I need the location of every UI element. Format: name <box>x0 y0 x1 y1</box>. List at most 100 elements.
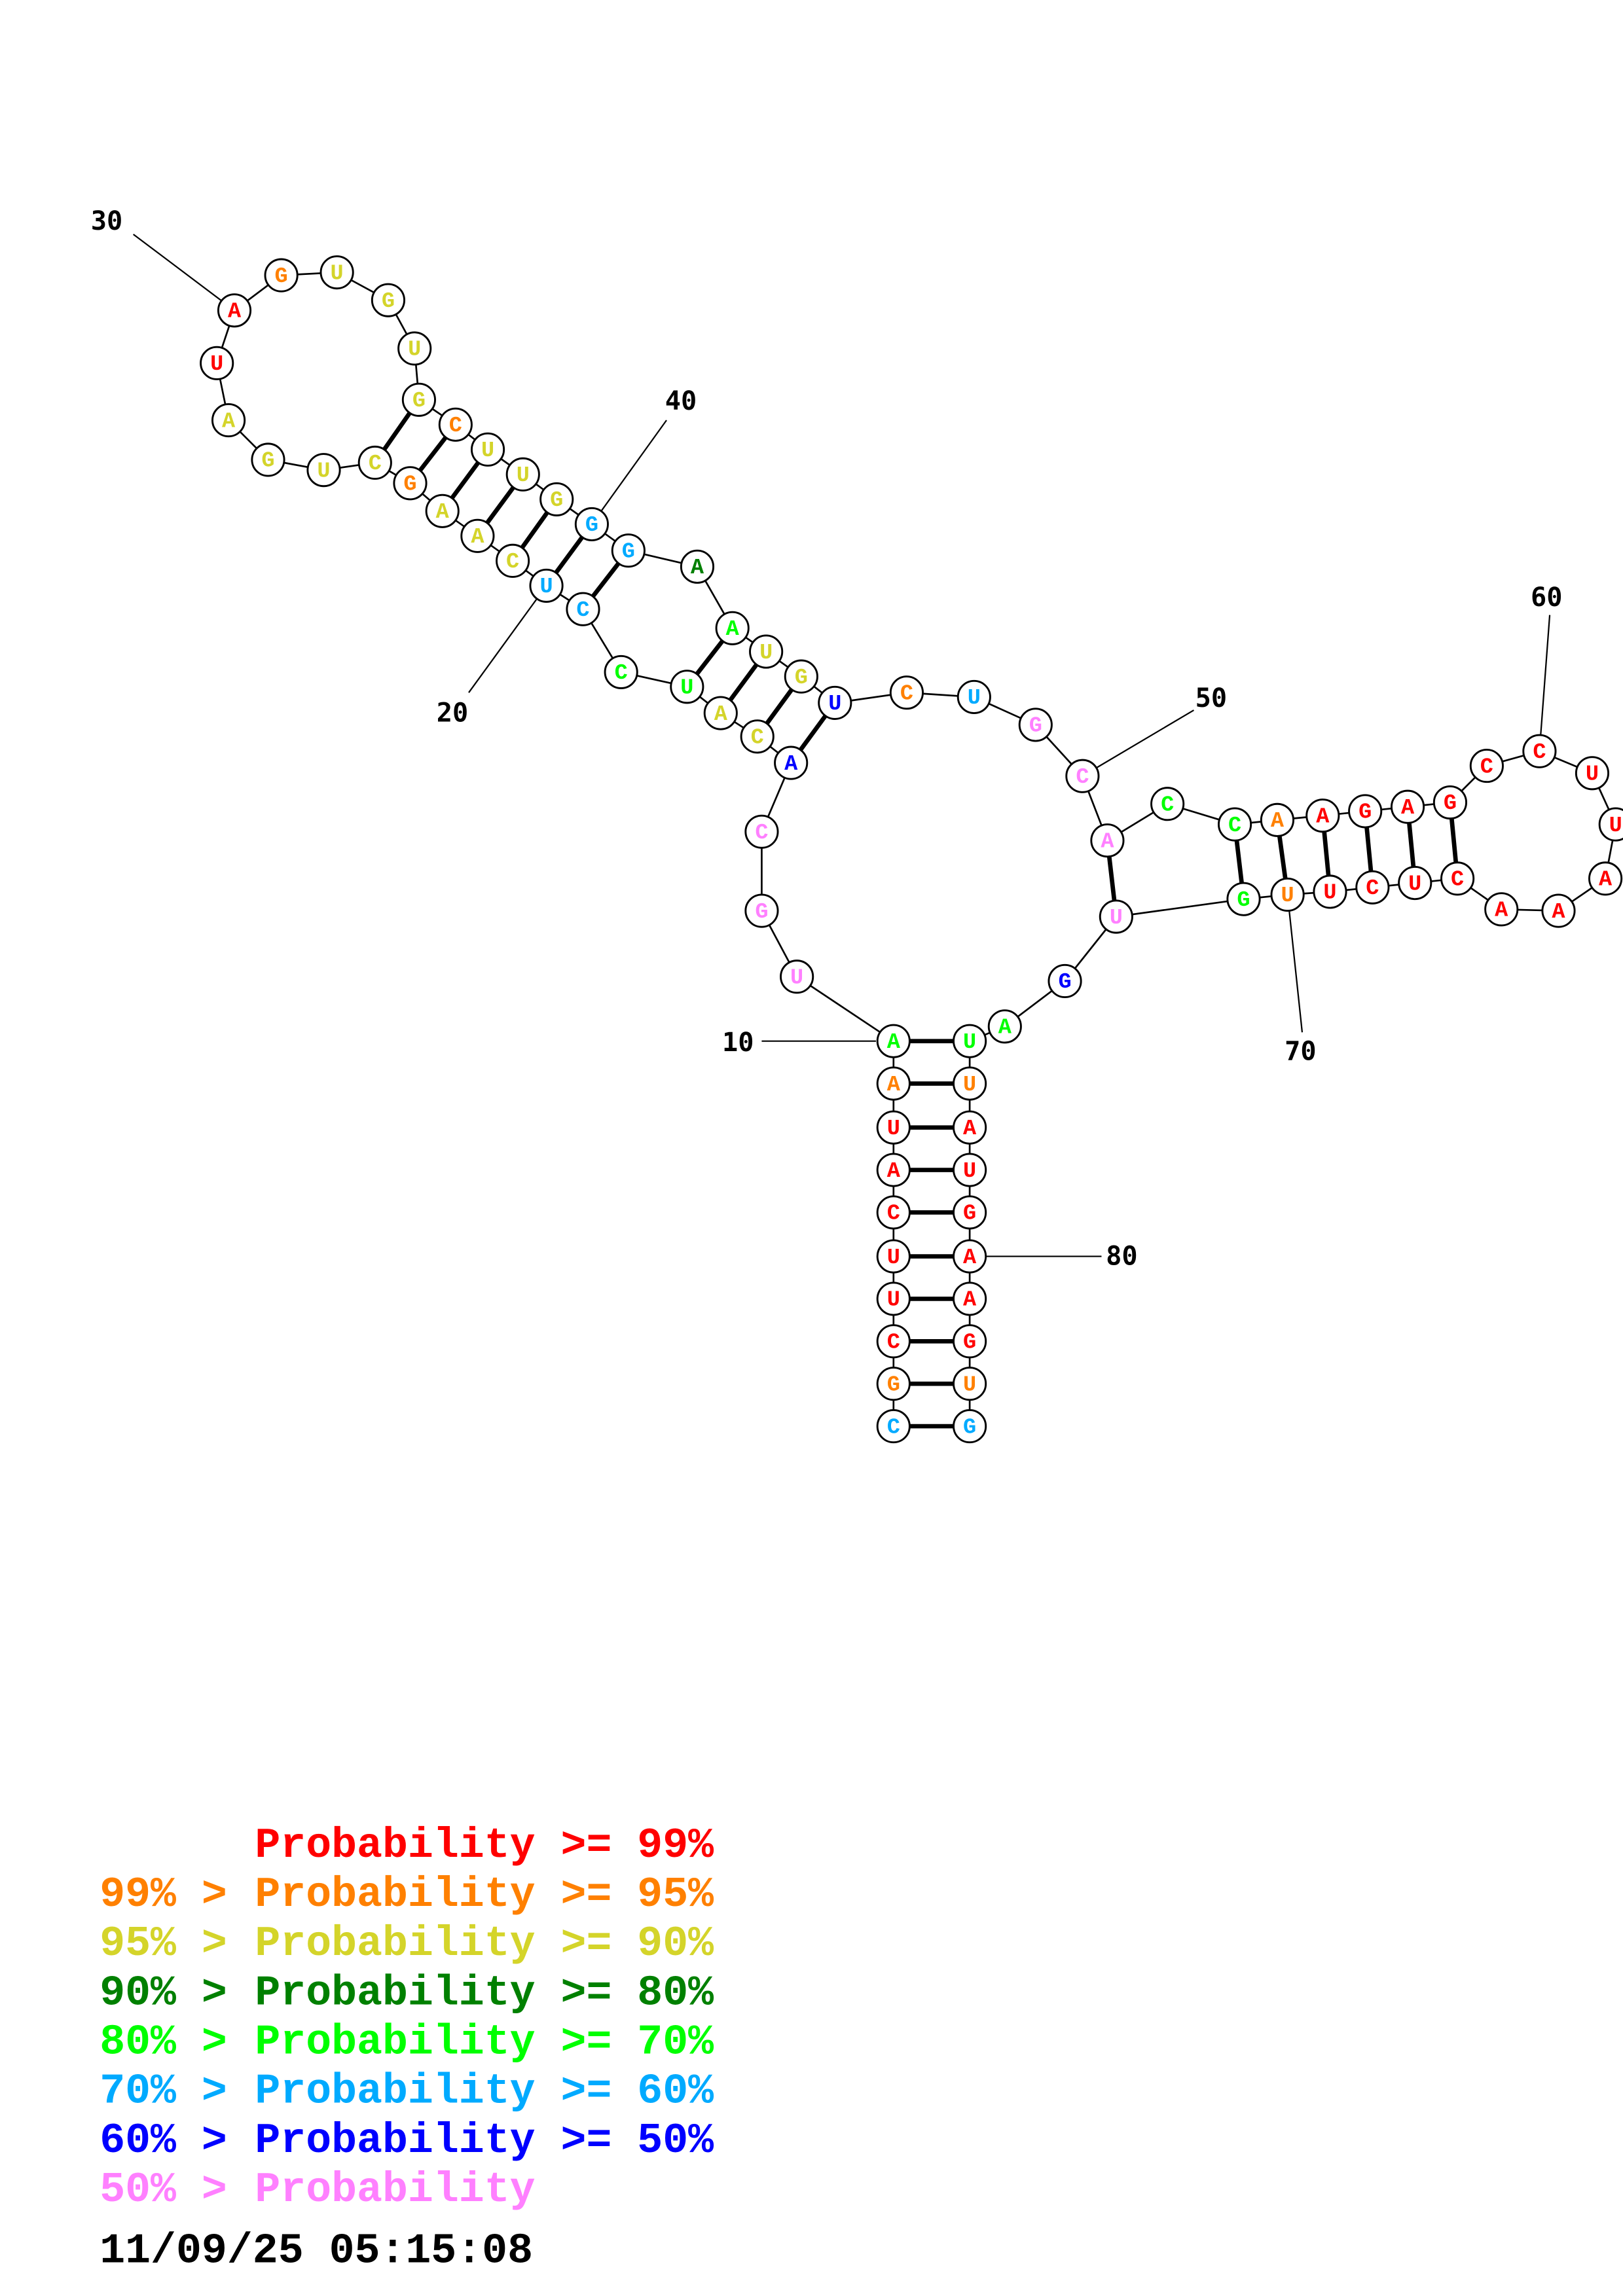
nucleotide-circle <box>876 1282 911 1316</box>
position-label: 60 <box>1531 583 1562 613</box>
nucleotide-letter: G <box>1237 888 1250 913</box>
legend-prefix: 90% > <box>100 1969 227 2017</box>
nucleotide-letter: A <box>887 1073 901 1098</box>
nucleotide: C <box>876 1195 911 1230</box>
nucleotide-circle <box>217 293 252 328</box>
nucleotide: U <box>749 634 784 669</box>
nucleotide-circle <box>401 382 436 417</box>
nucleotide-circle <box>889 675 924 710</box>
nucleotide-circle <box>1313 874 1347 909</box>
nucleotide-letter: A <box>963 1288 977 1313</box>
nucleotide-letter: A <box>998 1016 1012 1041</box>
nucleotide-circle <box>774 745 809 780</box>
nucleotide: U <box>471 432 505 467</box>
nucleotide-letter: U <box>517 463 530 488</box>
nucleotide: U <box>1099 899 1133 934</box>
legend-prefix: 95% > <box>100 1920 227 1968</box>
legend-text: Probability >= 95% <box>255 1871 714 1919</box>
nucleotide-letter: U <box>680 676 693 701</box>
nucleotide-letter: C <box>887 1331 900 1355</box>
nucleotide-circle <box>953 1024 987 1058</box>
nucleotide: C <box>876 1324 911 1359</box>
nucleotide: A <box>953 1110 987 1145</box>
nucleotide-circle <box>740 719 775 754</box>
nucleotide-circle <box>460 518 495 553</box>
nucleotide-letter: U <box>1323 881 1336 906</box>
nucleotide-circle <box>425 493 460 528</box>
nucleotide: C <box>566 592 600 626</box>
nucleotide: U <box>1598 807 1623 842</box>
nucleotide: G <box>611 533 646 568</box>
legend-text: Probability >= 80% <box>255 1969 714 2017</box>
nucleotide: C <box>1469 749 1504 783</box>
nucleotide-circle <box>306 453 341 488</box>
legend-entry: 80% >Probability >= 70% <box>100 2019 714 2067</box>
nucleotide: C <box>740 719 775 754</box>
nucleotide: G <box>953 1409 987 1444</box>
nucleotide-circle <box>604 655 638 689</box>
nucleotide-circle <box>1065 759 1100 793</box>
nucleotide: U <box>397 331 432 366</box>
nucleotide: U <box>1313 874 1347 909</box>
nucleotide-letter: U <box>331 261 344 286</box>
nucleotide-letter: C <box>900 681 913 706</box>
nucleotide-letter: U <box>1408 872 1421 897</box>
nucleotide-letter: C <box>449 414 462 439</box>
nucleotide-letter: U <box>759 641 773 666</box>
nucleotide-letter: U <box>887 1246 900 1270</box>
nucleotide-letter: U <box>210 352 223 377</box>
nucleotide-circle <box>953 1324 987 1359</box>
nucleotide-circle <box>1398 865 1432 901</box>
nucleotide: A <box>876 1153 911 1187</box>
nucleotide-letter: A <box>1101 829 1114 854</box>
nucleotide-circle <box>876 1239 911 1274</box>
nucleotide-letter: U <box>963 1159 976 1184</box>
nucleotide: A <box>987 1009 1022 1044</box>
nucleotide-circle <box>1598 807 1623 842</box>
nucleotide-letter: C <box>1451 868 1464 893</box>
nucleotide: U <box>957 679 991 714</box>
timestamp: 11/09/25 05:15:08 <box>100 2228 533 2276</box>
nucleotide: U <box>818 685 852 720</box>
legend-prefix: 99% > <box>100 1871 227 1919</box>
backbone-segment <box>796 976 894 1042</box>
nucleotide-circle <box>1575 756 1610 791</box>
position-tick-line <box>591 420 667 525</box>
nucleotide-letter: A <box>963 1117 977 1141</box>
nucleotide: U <box>953 1367 987 1401</box>
nucleotide-letter: A <box>228 300 242 325</box>
nucleotide-circle <box>529 568 564 603</box>
nucleotide-circle <box>1090 823 1125 858</box>
probability-legend: Probability >= 99%99% >Probability >= 95… <box>100 1822 714 2214</box>
nucleotide-circle <box>574 507 609 541</box>
nucleotide-circle <box>744 893 779 928</box>
nucleotide-letter: C <box>1533 740 1546 765</box>
nucleotide: C <box>1355 870 1390 905</box>
nucleotide-letter: G <box>963 1202 976 1227</box>
nucleotide-letter: U <box>1609 814 1622 838</box>
nucleotide-letter: U <box>1110 906 1123 931</box>
nucleotide-circle <box>319 255 354 290</box>
position-label: 50 <box>1195 683 1227 713</box>
nucleotide: A <box>211 403 246 438</box>
nucleotide: U <box>876 1110 911 1145</box>
nucleotide: A <box>1484 892 1519 927</box>
nucleotide-circle <box>1226 882 1261 916</box>
nucleotide-circle <box>539 482 574 516</box>
nucleotide-letter: A <box>436 500 450 525</box>
nucleotide-letter: A <box>1271 809 1285 834</box>
nucleotide: C <box>604 655 638 689</box>
position-tick-line <box>1539 615 1551 751</box>
nucleotide-letter: U <box>481 439 494 463</box>
nucleotide-letter: G <box>755 900 768 925</box>
nucleotide-circle <box>611 533 646 568</box>
legend-entry: 60% >Probability >= 50% <box>100 2117 714 2165</box>
nucleotide-letter: G <box>1058 970 1071 995</box>
nucleotide-letter: U <box>887 1117 900 1141</box>
nucleotide: U <box>876 1282 911 1316</box>
position-tick-line <box>1286 894 1304 1033</box>
nucleotide-letter: C <box>576 598 589 623</box>
nucleotide-letter: A <box>714 702 728 727</box>
nucleotide: A <box>460 518 495 553</box>
nucleotide-circle <box>200 346 234 380</box>
